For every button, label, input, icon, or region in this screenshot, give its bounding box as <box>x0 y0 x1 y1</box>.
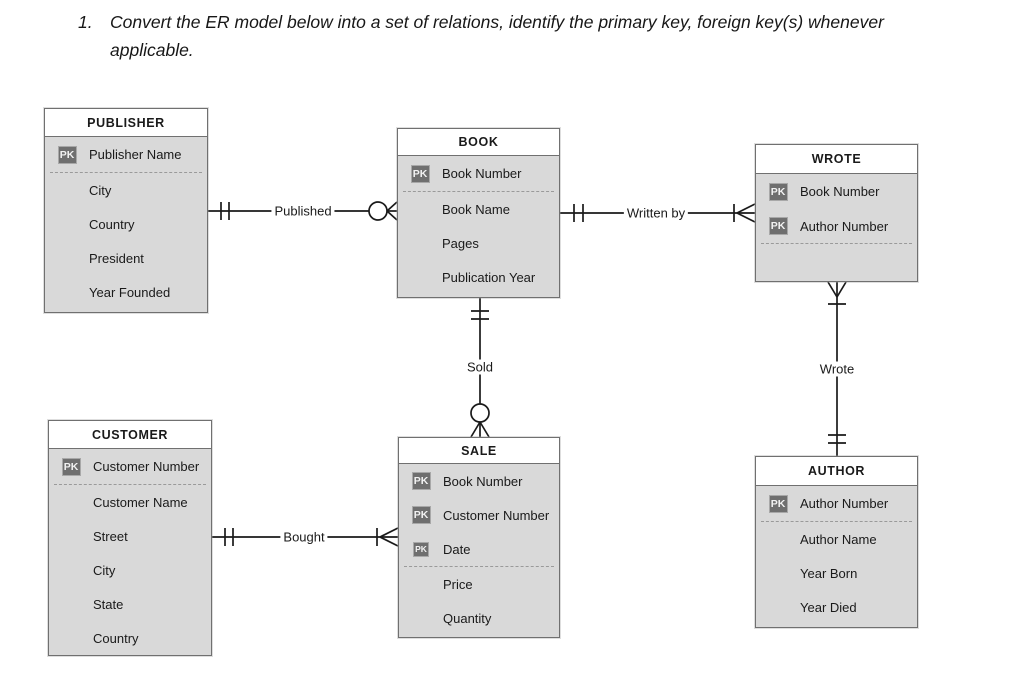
attribute-row: Country <box>45 207 207 241</box>
one-and-only-one-icon <box>573 204 584 222</box>
attribute-label: Price <box>443 576 473 592</box>
attribute-row: PK Book Number <box>756 174 917 209</box>
relationship-label-written-by: Written by <box>623 205 689 221</box>
attribute-label: Country <box>93 630 139 646</box>
attribute-row: Quantity <box>399 601 559 635</box>
attribute-row: City <box>45 173 207 207</box>
entity-sale: SALE PK Book Number PK Customer Number P… <box>398 437 560 638</box>
attribute-separator <box>404 566 554 567</box>
attribute-separator <box>761 521 912 522</box>
one-or-many-icon <box>733 203 756 223</box>
entity-wrote-title: WROTE <box>756 145 917 174</box>
attribute-row: Street <box>49 519 211 553</box>
attribute-label: Publication Year <box>442 269 536 285</box>
attribute-row: City <box>49 553 211 587</box>
attribute-separator <box>50 172 202 173</box>
attribute-row: Book Name <box>398 192 559 226</box>
attribute-label: Book Number <box>800 184 880 199</box>
attribute-label: Author Number <box>800 218 889 234</box>
attribute-row: PK Author Number <box>756 209 917 243</box>
relationship-label-sold: Sold <box>463 359 497 375</box>
attribute-row: Customer Name <box>49 485 211 519</box>
attribute-row: PK Author Number <box>756 486 917 521</box>
attribute-row: PK Book Number <box>399 464 559 498</box>
attribute-label: Quantity <box>443 610 492 626</box>
attribute-row: Pages <box>398 226 559 260</box>
attribute-row: PK Customer Number <box>399 498 559 532</box>
attribute-label: Book Number <box>443 473 523 489</box>
entity-customer: CUSTOMER PK Customer Number Customer Nam… <box>48 420 212 656</box>
primary-key-badge: PK <box>768 182 788 201</box>
attribute-label: Date <box>443 541 471 557</box>
question-title: 1. Convert the ER model below into a set… <box>78 8 938 64</box>
attribute-label: City <box>93 562 116 578</box>
attribute-label: Year Died <box>800 599 857 615</box>
attribute-label: Year Born <box>800 565 858 581</box>
primary-key-badge: PK <box>411 472 431 490</box>
attribute-label: Country <box>89 216 135 232</box>
attribute-separator <box>54 484 206 485</box>
attribute-row: Year Born <box>756 556 917 590</box>
attribute-label: Customer Name <box>93 494 188 510</box>
attribute-label: Book Name <box>442 201 510 217</box>
primary-key-badge: PK <box>413 541 429 557</box>
attribute-label: Book Number <box>442 166 522 181</box>
attribute-row: PK Publisher Name <box>45 137 207 172</box>
one-or-many-icon <box>827 281 847 305</box>
attribute-separator <box>403 191 554 192</box>
entity-wrote: WROTE PK Book Number PK Author Number <box>755 144 918 282</box>
attribute-row: Author Name <box>756 522 917 556</box>
question-text: Convert the ER model below into a set of… <box>110 12 884 60</box>
primary-key-badge: PK <box>768 494 788 513</box>
one-and-only-one-icon <box>220 202 230 220</box>
one-and-only-one-icon <box>828 434 846 444</box>
attribute-row: Country <box>49 621 211 655</box>
attribute-row: Price <box>399 567 559 601</box>
attribute-separator <box>761 243 912 244</box>
primary-key-badge: PK <box>768 217 788 235</box>
zero-or-many-icon <box>470 403 490 438</box>
entity-author: AUTHOR PK Author Number Author Name Year… <box>755 456 918 628</box>
entity-book-title: BOOK <box>398 129 559 156</box>
attribute-label: Year Founded <box>89 284 171 300</box>
one-and-only-one-icon <box>224 528 234 546</box>
entity-customer-title: CUSTOMER <box>49 421 211 449</box>
relationship-label-bought: Bought <box>280 529 328 545</box>
zero-or-many-icon <box>368 201 398 221</box>
entity-publisher-title: PUBLISHER <box>45 109 207 137</box>
relationship-label-wrote: Wrote <box>816 361 858 377</box>
attribute-row: Year Founded <box>45 275 207 309</box>
attribute-label: State <box>93 596 124 612</box>
relationship-label-published: Published <box>271 203 335 219</box>
entity-book: BOOK PK Book Number Book Name Pages Publ… <box>397 128 560 298</box>
entity-author-title: AUTHOR <box>756 457 917 486</box>
entity-publisher: PUBLISHER PK Publisher Name City Country… <box>44 108 208 313</box>
attribute-row: Publication Year <box>398 260 559 294</box>
attribute-row: President <box>45 241 207 275</box>
one-or-many-icon <box>376 527 399 547</box>
attribute-row: PK Date <box>399 532 559 566</box>
primary-key-badge: PK <box>411 506 431 524</box>
attribute-label: Pages <box>442 235 479 251</box>
attribute-row: PK Book Number <box>398 156 559 191</box>
attribute-label: Author Name <box>800 531 877 547</box>
attribute-label: Author Number <box>800 496 889 511</box>
attribute-label: Street <box>93 528 128 544</box>
attribute-label: President <box>89 250 144 266</box>
attribute-label: Customer Number <box>93 459 200 474</box>
attribute-row: PK Customer Number <box>49 449 211 484</box>
attribute-row: State <box>49 587 211 621</box>
primary-key-badge: PK <box>57 145 77 164</box>
entity-sale-title: SALE <box>399 438 559 464</box>
attribute-row: Year Died <box>756 590 917 624</box>
primary-key-badge: PK <box>61 457 81 476</box>
one-and-only-one-icon <box>471 310 489 320</box>
attribute-label: City <box>89 182 112 198</box>
primary-key-badge: PK <box>410 164 430 183</box>
attribute-label: Customer Number <box>443 507 550 523</box>
relationship-sold-line <box>470 298 490 438</box>
attribute-label: Publisher Name <box>89 147 182 162</box>
question-number: 1. <box>78 12 93 32</box>
